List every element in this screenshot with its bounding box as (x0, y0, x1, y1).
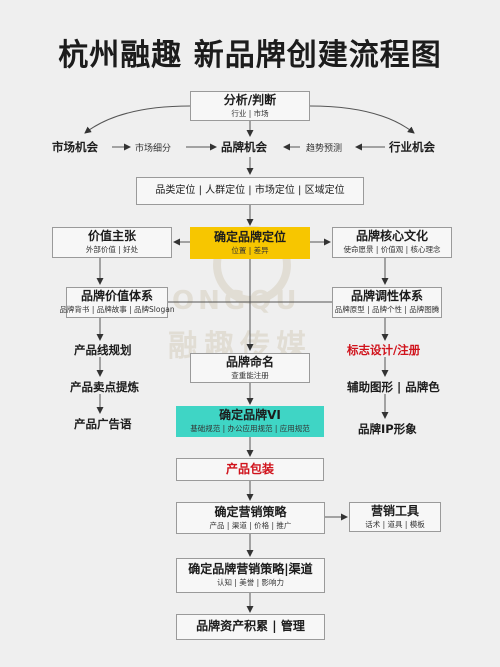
asset-management-node: 品牌资产积累 | 管理 (176, 614, 325, 640)
marketing-strategy-label: 确定营销策略 (214, 504, 287, 519)
market-opportunity-label: 市场机会 (52, 140, 98, 154)
channel-strategy-label: 确定品牌营销策略|渠道 (188, 562, 313, 577)
brand-positioning-label: 确定品牌定位 (213, 229, 286, 244)
tone-system-label: 品牌调性体系 (350, 289, 423, 304)
core-culture-node: 品牌核心文化 使命愿景 | 价值观 | 核心理念 (332, 227, 452, 258)
market-segmentation-label: 市场细分 (135, 144, 172, 154)
product-ad-label: 产品广告语 (74, 417, 132, 431)
trend-forecast-label: 趋势预测 (306, 144, 343, 154)
packaging-label: 产品包装 (225, 461, 274, 476)
industry-opportunity-label: 行业机会 (389, 140, 435, 154)
core-culture-sub: 使命愿景 | 价值观 | 核心理念 (343, 245, 441, 255)
page-title: 杭州融趣 新品牌创建流程图 (58, 38, 442, 73)
marketing-tools-node: 营销工具 话术 | 道具 | 模板 (349, 502, 441, 532)
brand-vi-label: 确定品牌VI (219, 408, 281, 423)
brand-ip-label: 品牌IP形象 (358, 422, 417, 436)
naming-label: 品牌命名 (225, 354, 274, 369)
analysis-node: 分析/判断 行业 | 市场 (190, 91, 310, 121)
value-proposition-node: 价值主张 外部价值 | 好处 (52, 227, 172, 258)
brand-vi-sub: 基础规范 | 办公应用规范 | 应用规范 (190, 424, 310, 434)
positioning-types-label: 品类定位 | 人群定位 | 市场定位 | 区域定位 (155, 185, 345, 197)
value-system-node: 品牌价值体系 品牌背书 | 品牌故事 | 品牌Slogan (59, 287, 175, 318)
value-system-sub: 品牌背书 | 品牌故事 | 品牌Slogan (59, 305, 175, 315)
asset-management-label: 品牌资产积累 | 管理 (196, 619, 305, 634)
core-culture-label: 品牌核心文化 (355, 229, 428, 244)
value-proposition-label: 价值主张 (87, 229, 136, 244)
value-system-label: 品牌价值体系 (80, 289, 153, 304)
auxiliary-graphics-label: 辅助图形 | 品牌色 (347, 380, 440, 394)
naming-node: 品牌命名 查重能注册 (190, 353, 310, 383)
analysis-label: 分析/判断 (223, 92, 277, 107)
channel-strategy-sub: 认知 | 美誉 | 影响力 (216, 578, 285, 588)
brand-opportunity-label: 品牌机会 (221, 140, 267, 154)
naming-sub: 查重能注册 (231, 370, 269, 380)
marketing-tools-label: 营销工具 (370, 503, 419, 518)
marketing-strategy-node: 确定营销策略 产品 | 渠道 | 价格 | 推广 (176, 502, 325, 534)
marketing-tools-sub: 话术 | 道具 | 模板 (365, 519, 425, 529)
packaging-node: 产品包装 (176, 458, 324, 481)
marketing-strategy-sub: 产品 | 渠道 | 价格 | 推广 (209, 520, 292, 530)
brand-positioning-node: 确定品牌定位 位置 | 差异 (190, 227, 310, 259)
analysis-sub: 行业 | 市场 (231, 108, 269, 118)
brand-vi-node: 确定品牌VI 基础规范 | 办公应用规范 | 应用规范 (176, 406, 324, 437)
logo-design-label: 标志设计/注册 (347, 343, 421, 357)
selling-points-label: 产品卖点提炼 (70, 380, 139, 394)
brand-positioning-sub: 位置 | 差异 (231, 245, 269, 255)
value-proposition-sub: 外部价值 | 好处 (85, 245, 139, 255)
positioning-types-node: 品类定位 | 人群定位 | 市场定位 | 区域定位 (136, 177, 364, 205)
tone-system-sub: 品牌原型 | 品牌个性 | 品牌图腾 (334, 305, 440, 315)
channel-strategy-node: 确定品牌营销策略|渠道 认知 | 美誉 | 影响力 (176, 558, 325, 593)
product-line-label: 产品线规划 (74, 343, 132, 357)
tone-system-node: 品牌调性体系 品牌原型 | 品牌个性 | 品牌图腾 (332, 287, 442, 318)
